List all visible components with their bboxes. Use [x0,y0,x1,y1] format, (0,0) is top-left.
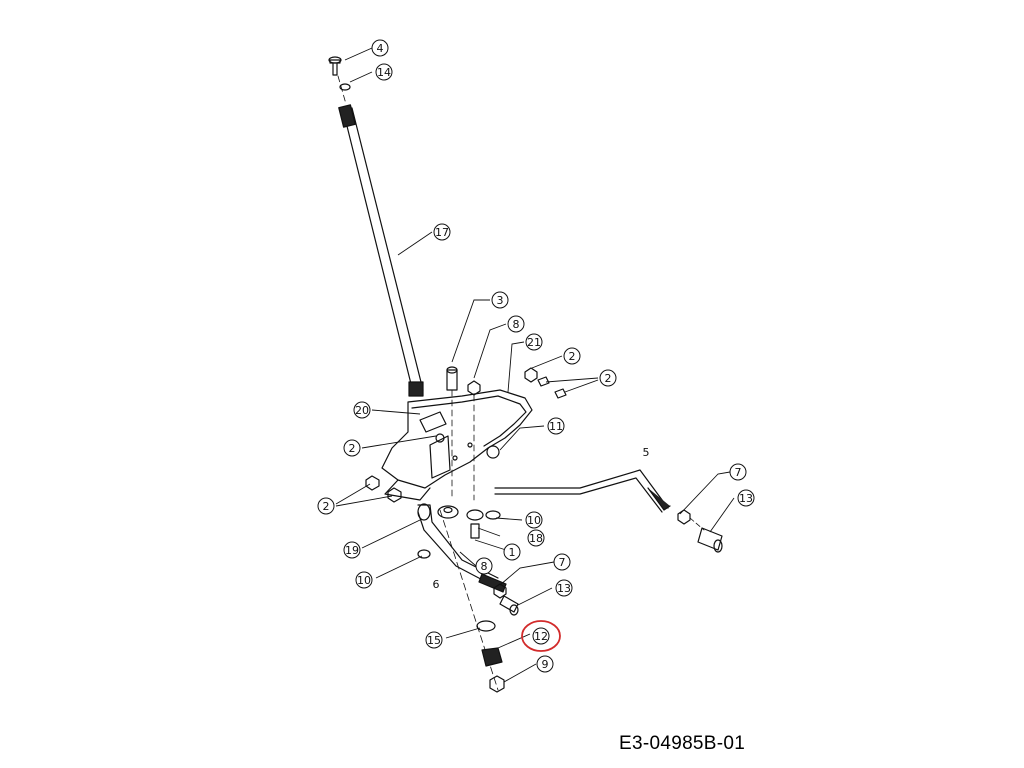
callout-circle [343,541,361,559]
callout-label: 13 [557,582,571,595]
callout-c2d: 2 [317,497,335,515]
callout-circle [507,315,525,333]
callout-circle [343,439,361,457]
center-bushings [437,505,501,539]
callout-circle [353,401,371,419]
callout-circle [532,627,550,645]
callout-label: 19 [345,544,359,557]
callout-label: 2 [605,372,612,385]
callout-c15: 15 [425,631,443,649]
bottom-stack [439,509,505,693]
drawing-code: E3-04985B-01 [619,733,746,754]
callout-c14: 14 [375,63,393,81]
callout-c11: 11 [547,417,565,435]
callout-label: 7 [735,466,742,479]
main-bracket-plate [381,389,533,501]
plain-labels: 56 [433,446,650,591]
callout-circle [433,223,451,241]
link-rod-5 [494,469,671,513]
ball-joint-lower [493,583,519,616]
callout-c18: 18 [527,529,545,547]
callout-label: 12 [534,630,548,643]
leader-lines [335,47,735,683]
callout-circle [425,631,443,649]
callout-circle [729,463,747,481]
callout-circle [375,63,393,81]
left-nuts [365,475,402,503]
callout-c2a: 2 [563,347,581,365]
callout-label: 15 [427,634,441,647]
callout-c19: 19 [343,541,361,559]
callout-circle [553,553,571,571]
callout-label: 9 [542,658,549,671]
callout-c2b: 2 [599,369,617,387]
callout-circle [547,417,565,435]
callout-label: 2 [349,442,356,455]
callout-circle [525,511,543,529]
callout-label: 7 [559,556,566,569]
callout-label: 3 [497,294,504,307]
top-bolt [328,56,351,105]
steering-shaft [338,104,424,397]
callout-label: 11 [549,420,563,433]
washer-10-lower [417,549,431,559]
callout-circle [371,39,389,57]
callout-circle [317,497,335,515]
steering-assembly-drawing [328,56,723,693]
callout-circle [527,529,545,547]
callout-c10b: 10 [355,571,373,589]
callout-circle [563,347,581,365]
callout-c9: 9 [536,655,554,673]
callout-circle [525,333,543,351]
callout-circle [491,291,509,309]
callout-label: 14 [377,66,391,79]
callout-label: 2 [323,500,330,513]
callout-circle [599,369,617,387]
part-label-p5: 5 [643,446,650,459]
lower-link-6 [417,503,507,593]
callout-label: 1 [509,546,516,559]
callout-label: 8 [481,560,488,573]
callout-c8a: 8 [507,315,525,333]
callout-circle [475,557,493,575]
callout-label: 10 [357,574,371,587]
callout-c12: 12 [521,620,561,652]
callout-circle [355,571,373,589]
callout-label: 21 [527,336,541,349]
callout-c13a: 13 [737,489,755,507]
callout-circle [737,489,755,507]
callout-c7b: 7 [553,553,571,571]
callout-label: 8 [513,318,520,331]
callout-c4: 4 [371,39,389,57]
ball-joint-upper [677,509,723,553]
callout-label: 10 [527,514,541,527]
plate-hardware [446,366,567,501]
callout-c21: 21 [525,333,543,351]
callout-label: 17 [435,226,449,239]
callout-circle [536,655,554,673]
callout-c7a: 7 [729,463,747,481]
callout-label: 20 [355,404,369,417]
highlight-ring [521,620,561,652]
callout-label: 13 [739,492,753,505]
callout-c13b: 13 [555,579,573,597]
callout-c2c: 2 [343,439,361,457]
part-label-p6: 6 [433,578,440,591]
callout-c1: 1 [503,543,521,561]
callout-c20: 20 [353,401,371,419]
callout-circle [503,543,521,561]
callout-label: 18 [529,532,543,545]
callout-label: 2 [569,350,576,363]
callout-c8b: 8 [475,557,493,575]
callout-circle [555,579,573,597]
callout-c17: 17 [433,223,451,241]
callout-c3: 3 [491,291,509,309]
callout-label: 4 [377,42,384,55]
callout-c10a: 10 [525,511,543,529]
